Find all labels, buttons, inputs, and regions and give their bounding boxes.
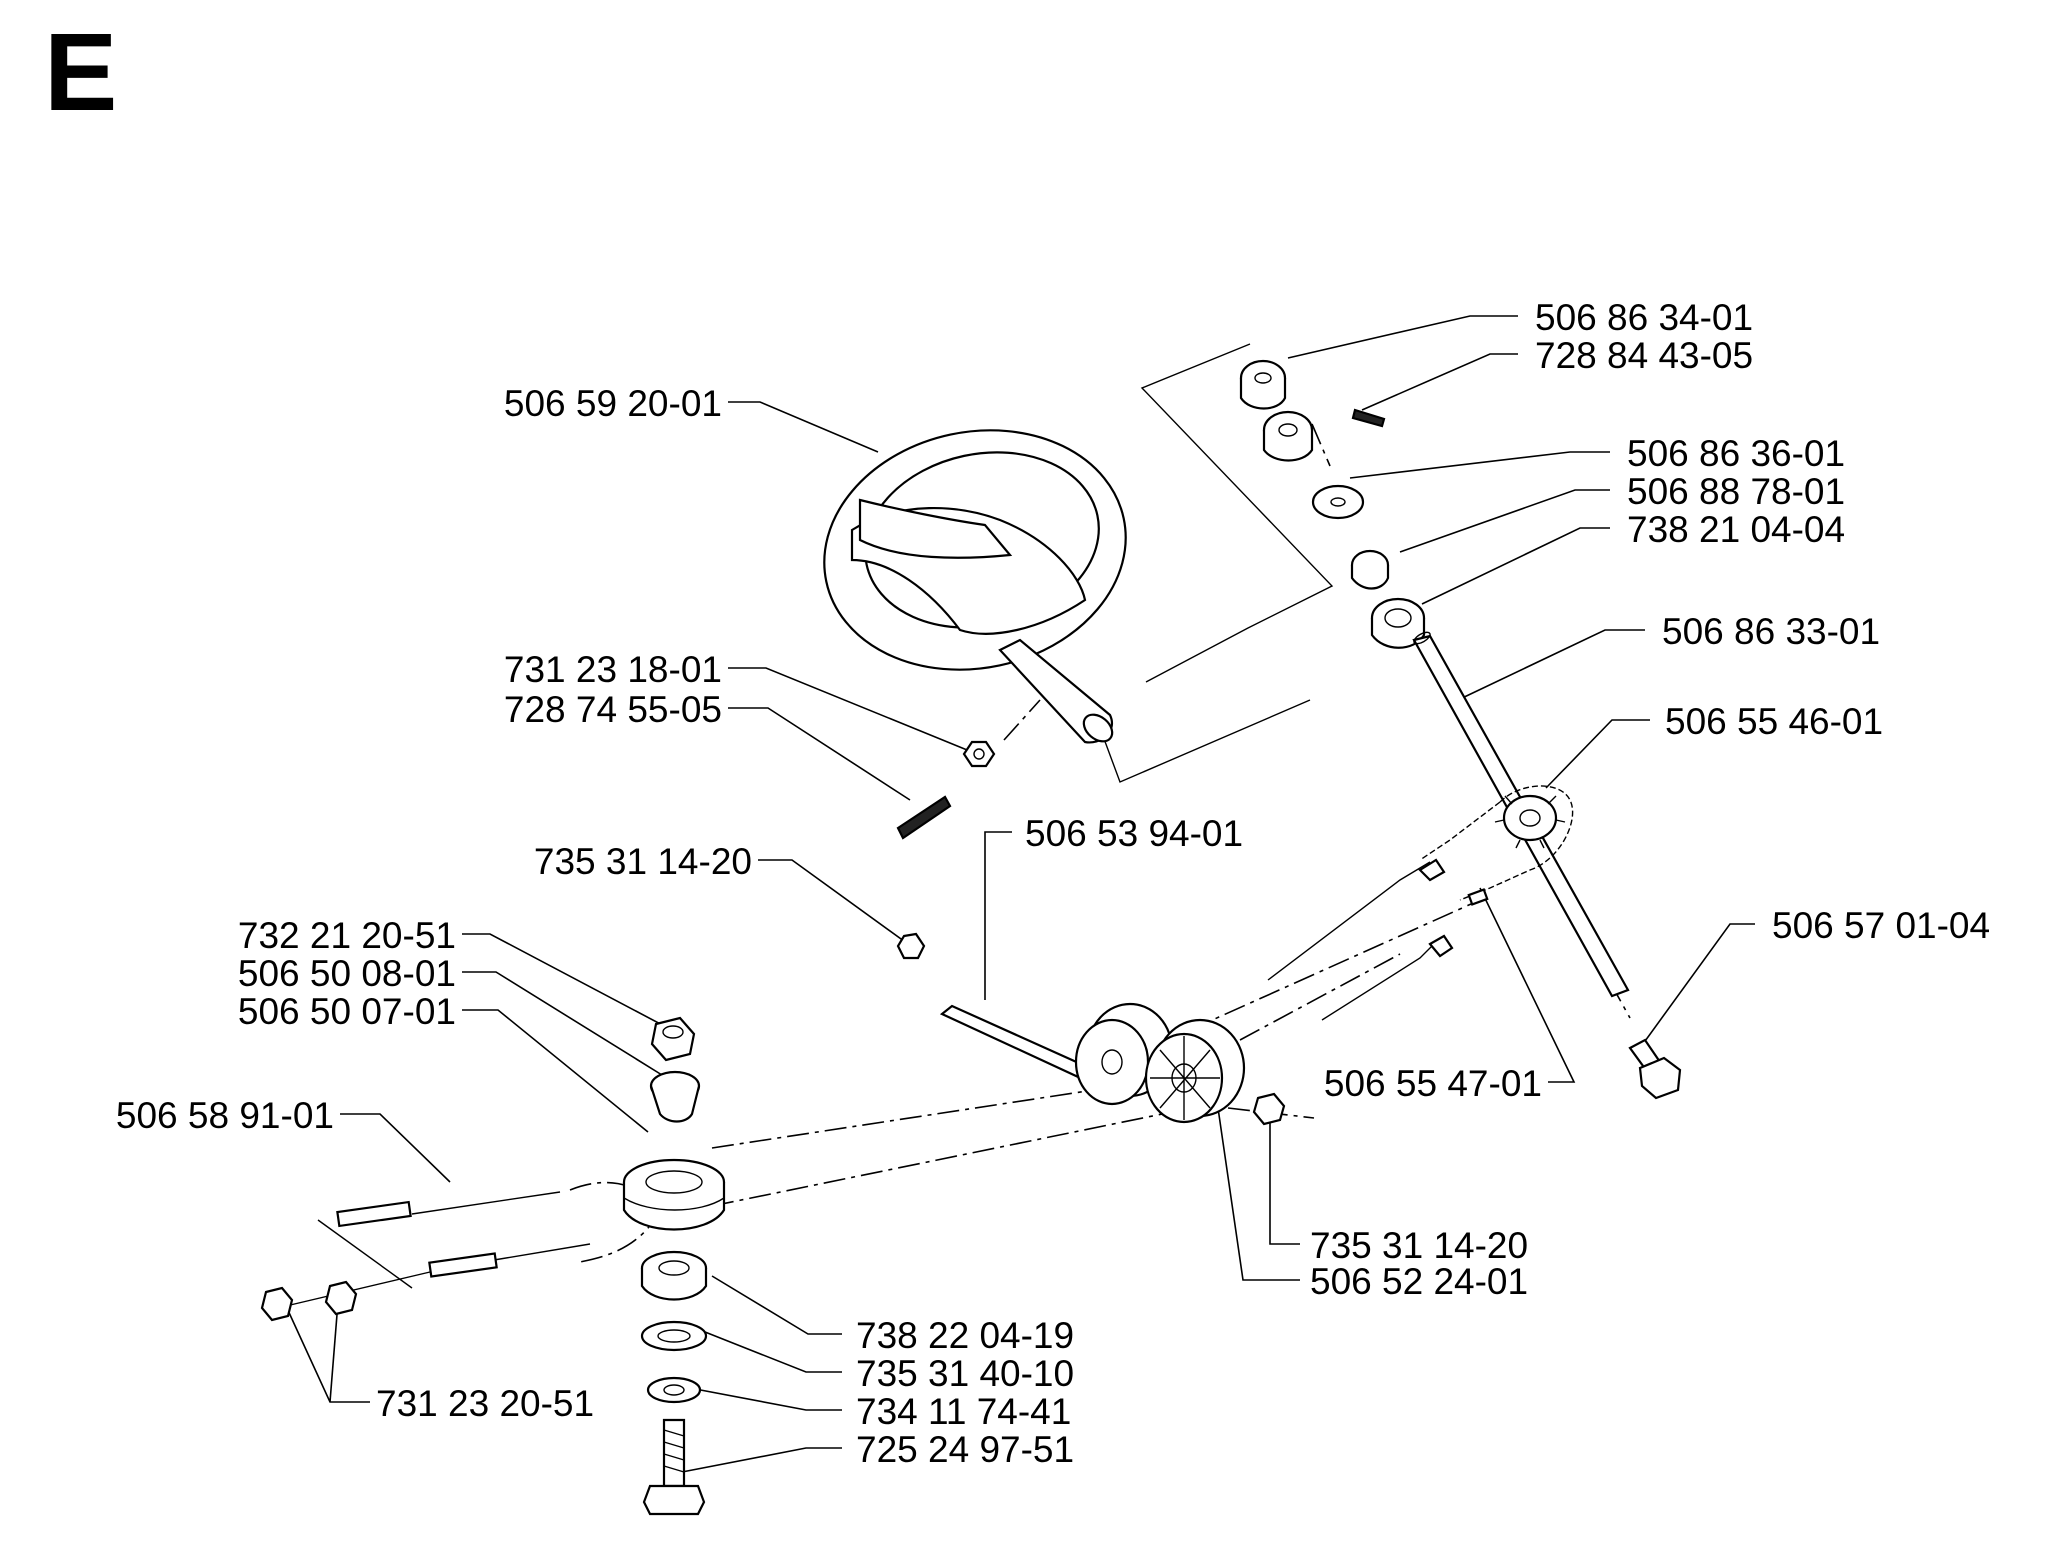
part-label: 506 86 36-01 (1627, 433, 1845, 474)
part-label: 506 88 78-01 (1627, 471, 1845, 512)
part-label: 732 21 20-51 (238, 915, 456, 956)
part-label: 728 84 43-05 (1535, 335, 1753, 376)
center-pulleys (896, 932, 1286, 1126)
leader-lines (285, 315, 1755, 1473)
part-label: 506 53 94-01 (1025, 813, 1243, 854)
section-letter: E (44, 11, 118, 134)
part-label: 506 57 01-04 (1772, 905, 1990, 946)
column-nut-and-screw (896, 740, 996, 840)
steering-cables (285, 858, 1489, 1307)
right-shaft-stack (1239, 359, 1682, 1100)
part-label: 728 74 55-05 (504, 689, 722, 730)
left-cable-nuts (260, 1280, 358, 1322)
left-pulley-stack (622, 1016, 726, 1516)
steering-wheel (823, 429, 1127, 744)
part-label: 725 24 97-51 (856, 1429, 1074, 1470)
part-label: 735 31 14-20 (1310, 1225, 1528, 1266)
part-label: 506 86 34-01 (1535, 297, 1753, 338)
part-label: 735 31 40-10 (856, 1353, 1074, 1394)
part-label: 735 31 14-20 (534, 841, 752, 882)
part-label: 506 52 24-01 (1310, 1261, 1528, 1302)
part-label: 731 23 20-51 (376, 1383, 594, 1424)
part-label: 506 58 91-01 (116, 1095, 334, 1136)
part-label: 506 86 33-01 (1662, 611, 1880, 652)
part-labels: 506 86 34-01 728 84 43-05 506 59 20-01 5… (116, 297, 1990, 1470)
part-label: 731 23 18-01 (504, 649, 722, 690)
part-label: 738 22 04-19 (856, 1315, 1074, 1356)
part-label: 738 21 04-04 (1627, 509, 1845, 550)
part-label: 506 50 08-01 (238, 953, 456, 994)
part-label: 506 50 07-01 (238, 991, 456, 1032)
part-label: 506 55 47-01 (1324, 1063, 1542, 1104)
part-label: 734 11 74-41 (856, 1391, 1071, 1432)
part-label: 506 55 46-01 (1665, 701, 1883, 742)
part-label: 506 59 20-01 (504, 383, 722, 424)
